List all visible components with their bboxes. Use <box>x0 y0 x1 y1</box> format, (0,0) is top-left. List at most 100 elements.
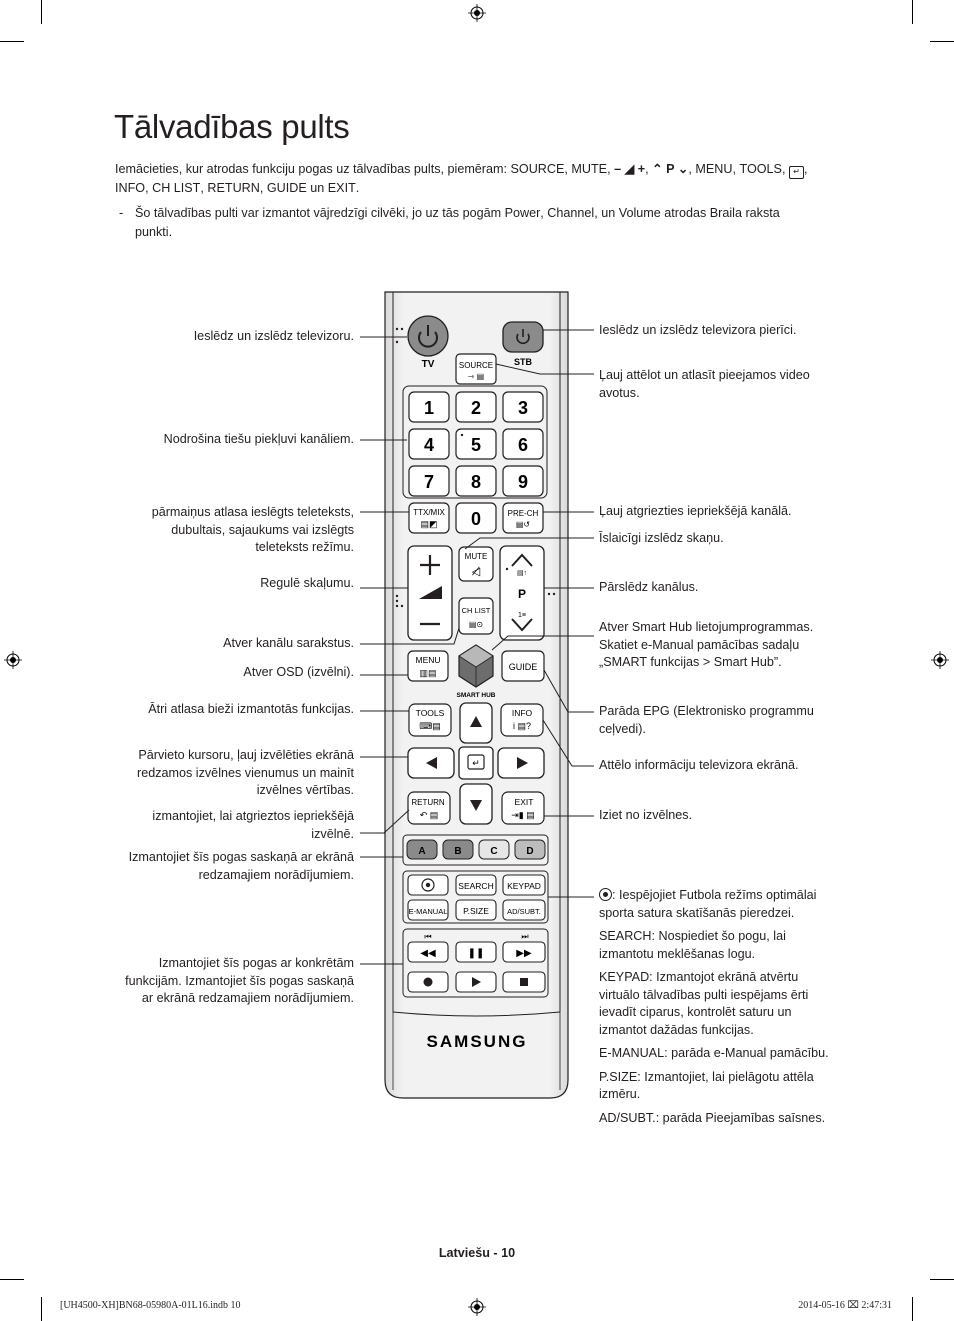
svg-text:⏮: ⏮ <box>424 932 431 941</box>
crop-mark <box>41 0 42 24</box>
svg-text:0: 0 <box>471 509 481 529</box>
return-button <box>407 791 451 825</box>
color-button-a <box>406 839 438 860</box>
crop-mark <box>0 41 24 42</box>
svg-text:4: 4 <box>424 435 434 455</box>
channel-rocker <box>499 545 545 641</box>
intro-paragraph: Iemācieties, kur atrodas funkciju pogas … <box>115 162 808 195</box>
label-guide: Parāda EPG (Elektronisko programmu ceļve… <box>599 704 814 736</box>
exit-button <box>501 791 545 825</box>
stb-label: STB <box>514 357 533 367</box>
svg-text:1≡: 1≡ <box>518 612 526 619</box>
crop-mark <box>912 1297 913 1321</box>
label-ch-list: Atver kanālu sarakstus. <box>223 636 354 650</box>
svg-text:EXIT: EXIT <box>515 797 534 807</box>
svg-text:▤⊙: ▤⊙ <box>469 620 483 629</box>
svg-text:INFO: INFO <box>512 708 533 718</box>
crop-mark <box>930 1279 954 1280</box>
svg-text:SOURCE: SOURCE <box>459 361 493 370</box>
tv-label: TV <box>422 359 435 370</box>
navigation-pad: ↵ <box>407 702 545 825</box>
svg-text:P: P <box>518 587 526 601</box>
svg-text:◀◀: ◀◀ <box>420 948 436 959</box>
svg-text:B: B <box>454 846 461 857</box>
registration-mark-icon <box>931 651 949 669</box>
label-channel: Pārslēdz kanālus. <box>599 580 699 594</box>
mute-button <box>458 546 494 582</box>
svg-text:3: 3 <box>518 398 528 418</box>
number-pad: 1 2 3 4 5 6 7 8 9 <box>408 391 544 497</box>
crop-mark <box>930 41 954 42</box>
menu-button <box>407 650 449 682</box>
label-media-buttons: Izmantojiet šīs pogas ar konkrētām funkc… <box>125 956 354 1005</box>
svg-text:⏭: ⏭ <box>521 932 528 941</box>
label-pre-ch: Ļauj atgriezties iepriekšējā kanālā. <box>599 504 792 518</box>
label-menu: Atver OSD (izvēlni). <box>243 665 354 679</box>
svg-text:MUTE: MUTE <box>465 552 488 561</box>
svg-text:▶▶: ▶▶ <box>516 948 532 959</box>
svg-text:⇾ ▤: ⇾ ▤ <box>468 372 484 381</box>
search-button <box>455 874 497 896</box>
pause-button <box>455 941 497 963</box>
samsung-logo: SAMSUNG <box>427 1032 528 1051</box>
svg-text:KEYPAD: KEYPAD <box>507 881 541 891</box>
label-info: Attēlo informāciju televizora ekrānā. <box>599 758 799 772</box>
color-button-b <box>442 839 474 860</box>
ad-subt-button <box>502 899 546 921</box>
svg-text:i ▤?: i ▤? <box>513 721 531 731</box>
svg-text:D: D <box>526 846 533 857</box>
pre-ch-button <box>502 502 544 534</box>
svg-text:CH LIST: CH LIST <box>462 606 491 615</box>
label-stb-power: Ieslēdz un izslēdz televizora pierīci. <box>599 323 797 337</box>
label-number-pad: Nodrošina tiešu piekļuvi kanāliem. <box>163 432 354 446</box>
svg-text:RETURN: RETURN <box>411 798 445 807</box>
svg-text:▥▤: ▥▤ <box>419 668 436 678</box>
svg-text:⌨▤: ⌨▤ <box>419 721 441 731</box>
guide-button <box>501 650 545 682</box>
print-info-right: 2014-05-16 ⌧ 2:47:31 <box>798 1300 892 1311</box>
label-ttx-mix: pārmaiņus atlasa ieslēgts teleteksts, du… <box>151 505 354 554</box>
enter-icon: ↵ <box>788 166 804 179</box>
svg-text:▤↑: ▤↑ <box>517 570 527 577</box>
svg-text:SMART HUB: SMART HUB <box>457 692 496 699</box>
label-smart-hub: Atver Smart Hub lietojumprogrammas. Skat… <box>599 620 814 669</box>
label-exit: Iziet no izvēlnes. <box>599 808 693 822</box>
svg-text:8: 8 <box>471 472 481 492</box>
svg-text:▤◩: ▤◩ <box>420 519 437 529</box>
svg-text:5: 5 <box>471 435 481 455</box>
label-navigation: Pārvieto kursoru, ļauj izvēlēties ekrānā… <box>137 748 354 797</box>
svg-text:E-MANUAL: E-MANUAL <box>409 907 448 916</box>
svg-text:P.SIZE: P.SIZE <box>463 906 489 916</box>
svg-text:GUIDE: GUIDE <box>509 662 538 672</box>
channel-glyph-icon: ⌃ P ⌄ <box>652 162 689 176</box>
label-volume: Regulē skaļumu. <box>260 576 354 590</box>
svg-text:TTX/MIX: TTX/MIX <box>413 508 445 517</box>
tools-button <box>408 703 452 737</box>
digit-0-button <box>455 502 497 534</box>
label-tv-power: Ieslēdz un izslēdz televizoru. <box>193 329 354 343</box>
p-size-button <box>455 899 497 921</box>
print-info-left: [UH4500-XH]BN68-05980A-01L16.indb 10 <box>60 1300 241 1311</box>
svg-text:TOOLS: TOOLS <box>416 708 445 718</box>
color-button-d <box>514 839 546 860</box>
svg-text:A: A <box>418 846 425 857</box>
page-footer: Latviešu - 10 <box>438 1246 516 1260</box>
label-color-buttons: Izmantojiet šīs pogas saskaņā ar ekrānā … <box>128 850 354 882</box>
svg-text:AD/SUBT.: AD/SUBT. <box>507 907 541 916</box>
fast-forward-button <box>502 941 546 963</box>
football-icon <box>599 888 612 901</box>
ttx-mix-button <box>408 502 450 534</box>
volume-glyph-icon: – ◢ + <box>614 162 646 176</box>
registration-mark-icon <box>468 1298 486 1316</box>
svg-text:↶ ▤: ↶ ▤ <box>420 810 439 820</box>
svg-text:↵: ↵ <box>472 758 480 768</box>
label-return: izmantojiet, lai atgrieztos iepriekšējā … <box>152 809 354 841</box>
svg-text:⇥▮ ▤: ⇥▮ ▤ <box>511 810 535 820</box>
svg-text:9: 9 <box>518 472 528 492</box>
label-tools: Ātri atlasa bieži izmantotās funkcijas. <box>148 702 354 716</box>
smart-hub-button <box>458 644 494 688</box>
svg-text:PRE-CH: PRE-CH <box>508 509 539 518</box>
crop-mark <box>912 0 913 24</box>
label-source: Ļauj attēlot un atlasīt pieejamos video … <box>599 368 810 400</box>
